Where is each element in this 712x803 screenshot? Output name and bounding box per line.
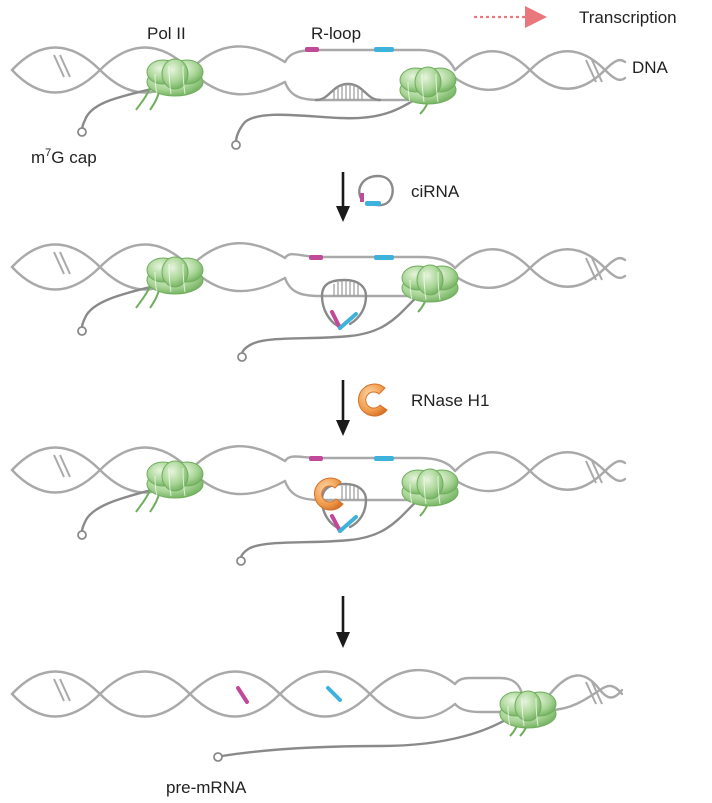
cap-label: m7G cap [31,147,97,167]
step-arrow [336,172,350,222]
dna-strand [10,670,457,720]
panel-2 [10,242,627,362]
cirna-label: ciRNA [411,182,460,201]
dna-strand [453,248,627,289]
dna-strand [10,668,457,718]
dna-strand [10,45,287,94]
nascent-rna [240,292,422,356]
panel-4 [10,668,624,762]
r-loop-top-strand [283,252,457,270]
transcription-label: Transcription [579,8,677,27]
pol-ii-label: Pol II [147,24,186,43]
nascent-rna [80,284,157,330]
pol-ii-complex-icon [146,58,204,97]
cap-circle-icon [213,752,223,762]
r-loop-top-strand [283,455,457,473]
nascent-rna [234,94,422,144]
rna-hybrid [314,82,382,102]
cap-circle-icon [77,127,87,137]
hydrogen-bonds [333,84,363,100]
step-arrow [336,596,350,648]
pol-ii-complex-icon [146,256,204,295]
dna-strand [10,243,287,293]
nascent-rna [239,496,422,560]
dna-strand [10,446,287,496]
cap-circle-icon [236,556,246,566]
panel-3 [10,445,627,566]
dna-strand [10,46,287,96]
dna-label: DNA [632,58,669,77]
cirna-icon [358,174,394,207]
pol-ii-complex-icon [401,264,459,303]
dna-strand [548,684,624,712]
pol-ii-complex-icon [399,66,457,105]
magenta-segment [305,47,319,52]
rnase-h1-icon [357,383,388,417]
step-arrow [336,380,350,436]
panel-1 [10,45,627,150]
dna-strand [453,248,627,288]
rnase-h1-icon [313,477,344,511]
r-loop-top-strand [283,48,457,72]
rnase-label: RNase H1 [411,391,489,410]
pol-ii-complex-icon [146,460,204,499]
cap-circle-icon [77,530,87,540]
blue-segment [374,456,394,461]
hydrogen-bonds [341,485,359,500]
dna-strand [453,50,627,90]
dna-strand [453,702,507,714]
nascent-rna [220,714,514,758]
dna-strand [453,676,524,696]
blue-segment [326,686,342,702]
magenta-segment [309,255,323,260]
nascent-rna [80,86,157,132]
hydrogen-bonds [333,281,359,296]
dna-strand [453,451,627,491]
nascent-rna [80,487,157,534]
cap-circle-icon [237,352,247,362]
dna-strand [453,451,627,493]
rna-hybrid [320,278,368,298]
pol-ii-complex-icon [401,468,459,507]
pre-mrna-label: pre-mRNA [166,778,247,797]
r-loop-label: R-loop [311,24,361,43]
magenta-segment [236,686,249,704]
cap-circle-icon [77,326,87,336]
blue-segment [374,47,394,52]
pol-ii-complex-icon [499,690,557,729]
cap-circle-icon [231,140,241,150]
cirna-loop [320,294,368,328]
blue-segment [374,255,394,260]
rna-hybrid [320,482,368,502]
magenta-segment [309,456,323,461]
dna-strand [453,50,627,91]
